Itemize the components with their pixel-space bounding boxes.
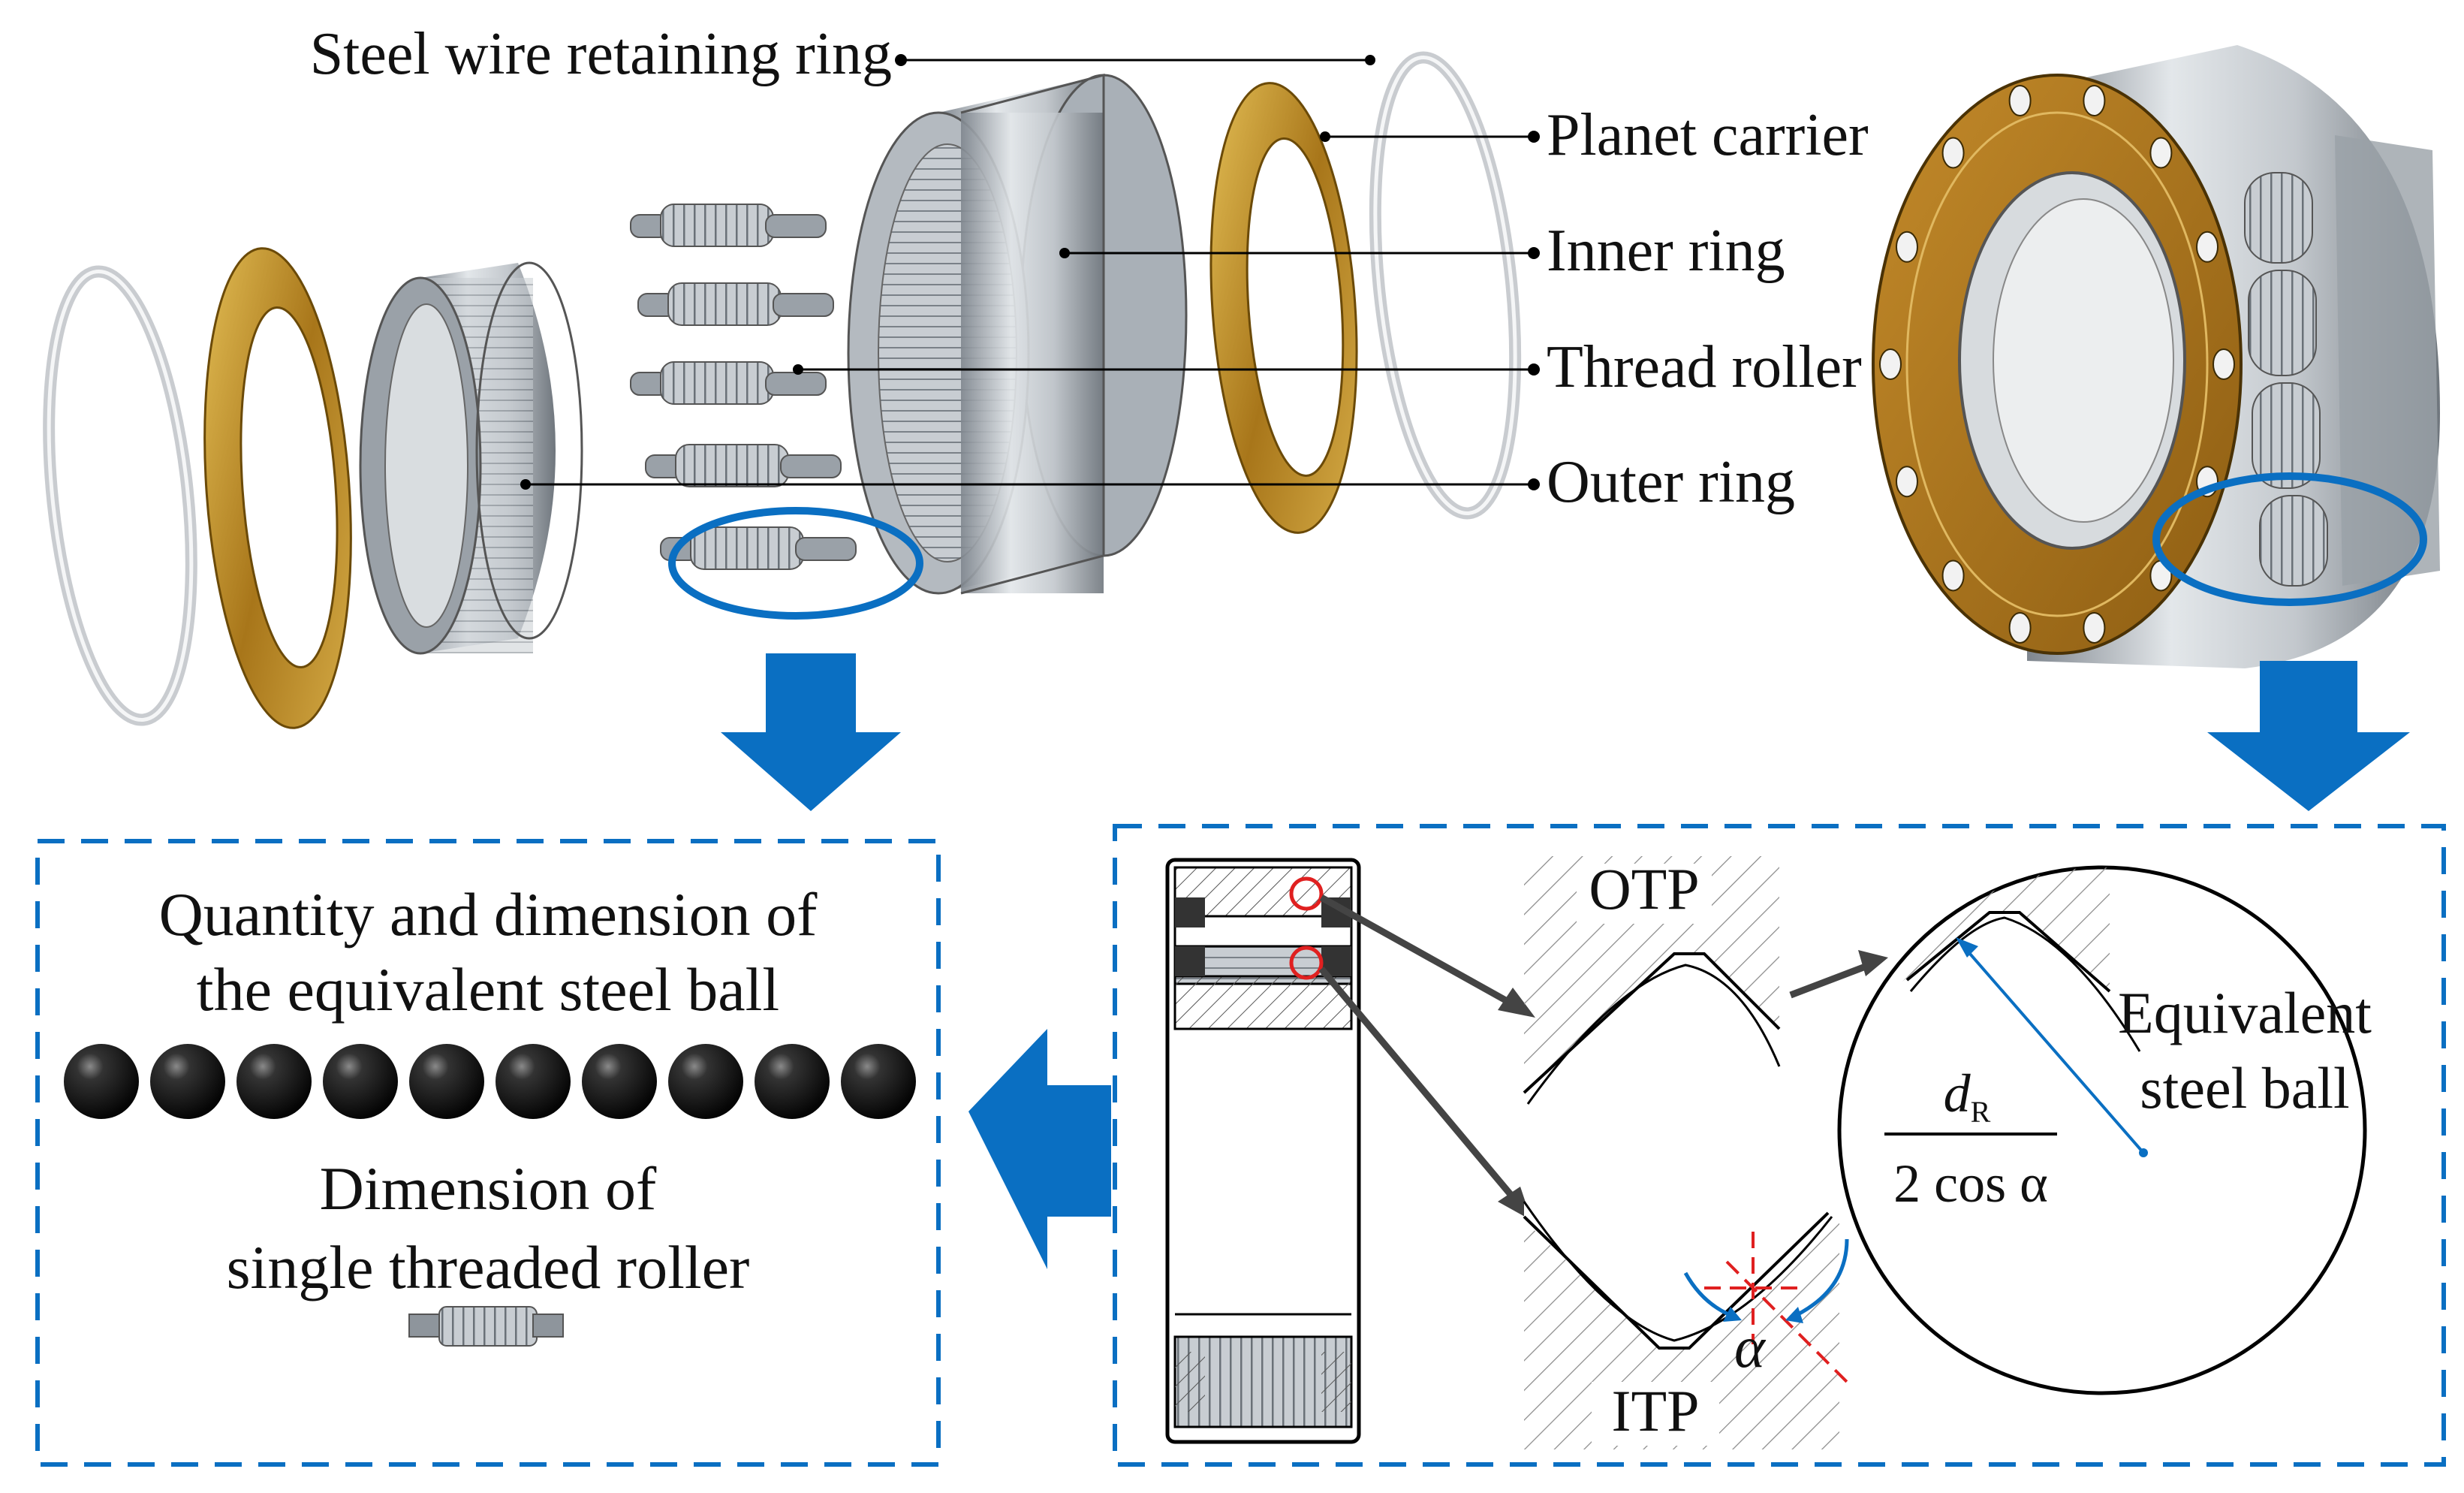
inner-ring-part bbox=[847, 74, 1188, 595]
alpha-arc-right bbox=[1789, 1238, 1849, 1320]
leader-dots bbox=[520, 54, 1540, 490]
down-arrow-right bbox=[2207, 661, 2410, 811]
left-panel-heading-line1: Quantity and dimension of bbox=[159, 880, 818, 949]
bolt-hole bbox=[1895, 466, 1918, 498]
bolt-hole bbox=[1895, 231, 1918, 263]
left-arrow bbox=[968, 1029, 1111, 1269]
right-analysis-panel bbox=[1113, 824, 2446, 1467]
thread-roller bbox=[637, 282, 834, 326]
right-planet-carrier bbox=[1209, 82, 1358, 534]
steel-ball bbox=[496, 1044, 571, 1119]
steel-ball bbox=[236, 1044, 312, 1119]
thread-roller bbox=[645, 444, 842, 487]
label-thread-roller: Thread roller bbox=[1547, 334, 1862, 400]
leader-lines bbox=[526, 59, 1534, 486]
left-panel-sub-line2: single threaded roller bbox=[227, 1233, 750, 1301]
bolt-hole bbox=[2008, 611, 2032, 644]
assembled-bearing bbox=[1872, 45, 2440, 668]
steel-ball bbox=[150, 1044, 225, 1119]
equivalent-label-line2: steel ball bbox=[2140, 1055, 2349, 1121]
bolt-hole bbox=[2008, 85, 2032, 117]
otp-red-circle bbox=[1289, 876, 1324, 911]
equivalent-label-line1: Equivalent bbox=[2118, 980, 2372, 1045]
steel-ball bbox=[582, 1044, 657, 1119]
formula-d: d bbox=[1944, 1063, 1972, 1124]
roller-highlight-ellipse bbox=[668, 507, 923, 620]
steel-ball bbox=[755, 1044, 830, 1119]
itp-zoom-view: ITP α bbox=[1523, 1201, 1849, 1449]
bolt-hole bbox=[2196, 231, 2219, 263]
equivalent-ball-view: Equivalent steel ball dR 2 cos α bbox=[1837, 865, 2372, 1395]
steel-ball bbox=[668, 1044, 743, 1119]
bearing-cross-section bbox=[1165, 858, 1361, 1444]
left-panel-heading-line2: the equivalent steel ball bbox=[197, 955, 779, 1024]
bolt-hole bbox=[1941, 559, 1965, 592]
single-threaded-roller-icon bbox=[408, 1306, 564, 1347]
formula-numerator: dR bbox=[1944, 1063, 1991, 1129]
radius-line bbox=[1963, 946, 2145, 1154]
outer-ring-part bbox=[359, 261, 583, 655]
thread-roller-group bbox=[630, 204, 857, 570]
left-planet-carrier bbox=[203, 247, 352, 729]
bolt-hole bbox=[2083, 611, 2106, 644]
label-steel-wire-retaining-ring: Steel wire retaining ring bbox=[310, 21, 892, 87]
steel-ball bbox=[841, 1044, 916, 1119]
steel-ball bbox=[409, 1044, 484, 1119]
otp-label: OTP bbox=[1589, 856, 1699, 921]
bolt-hole bbox=[2212, 348, 2235, 380]
alpha-symbol: α bbox=[1734, 1314, 1767, 1380]
label-planet-carrier: Planet carrier bbox=[1547, 102, 1869, 168]
otp-zoom-view: OTP bbox=[1523, 856, 1781, 1105]
itp-red-circle bbox=[1289, 946, 1324, 980]
bolt-hole bbox=[1941, 137, 1965, 169]
thread-roller bbox=[630, 361, 827, 405]
label-outer-ring: Outer ring bbox=[1547, 449, 1795, 515]
down-arrow-left bbox=[721, 653, 901, 811]
thread-roller bbox=[630, 204, 827, 247]
left-panel-sub-line1: Dimension of bbox=[320, 1154, 657, 1223]
bolt-hole bbox=[1879, 348, 1902, 380]
itp-label: ITP bbox=[1612, 1378, 1700, 1443]
label-inner-ring: Inner ring bbox=[1547, 218, 1785, 284]
steel-ball bbox=[323, 1044, 398, 1119]
bearing-highlight-ellipse bbox=[2152, 472, 2427, 606]
left-result-panel bbox=[35, 839, 941, 1467]
bolt-hole bbox=[2149, 137, 2173, 169]
formula-subscript: R bbox=[1971, 1095, 1991, 1129]
formula-denominator: 2 cos α bbox=[1893, 1154, 2048, 1214]
bolt-hole bbox=[2083, 85, 2106, 117]
steel-ball bbox=[64, 1044, 139, 1119]
equivalent-steel-balls-row bbox=[64, 1044, 916, 1119]
contact-point-marker bbox=[1704, 1232, 1848, 1383]
